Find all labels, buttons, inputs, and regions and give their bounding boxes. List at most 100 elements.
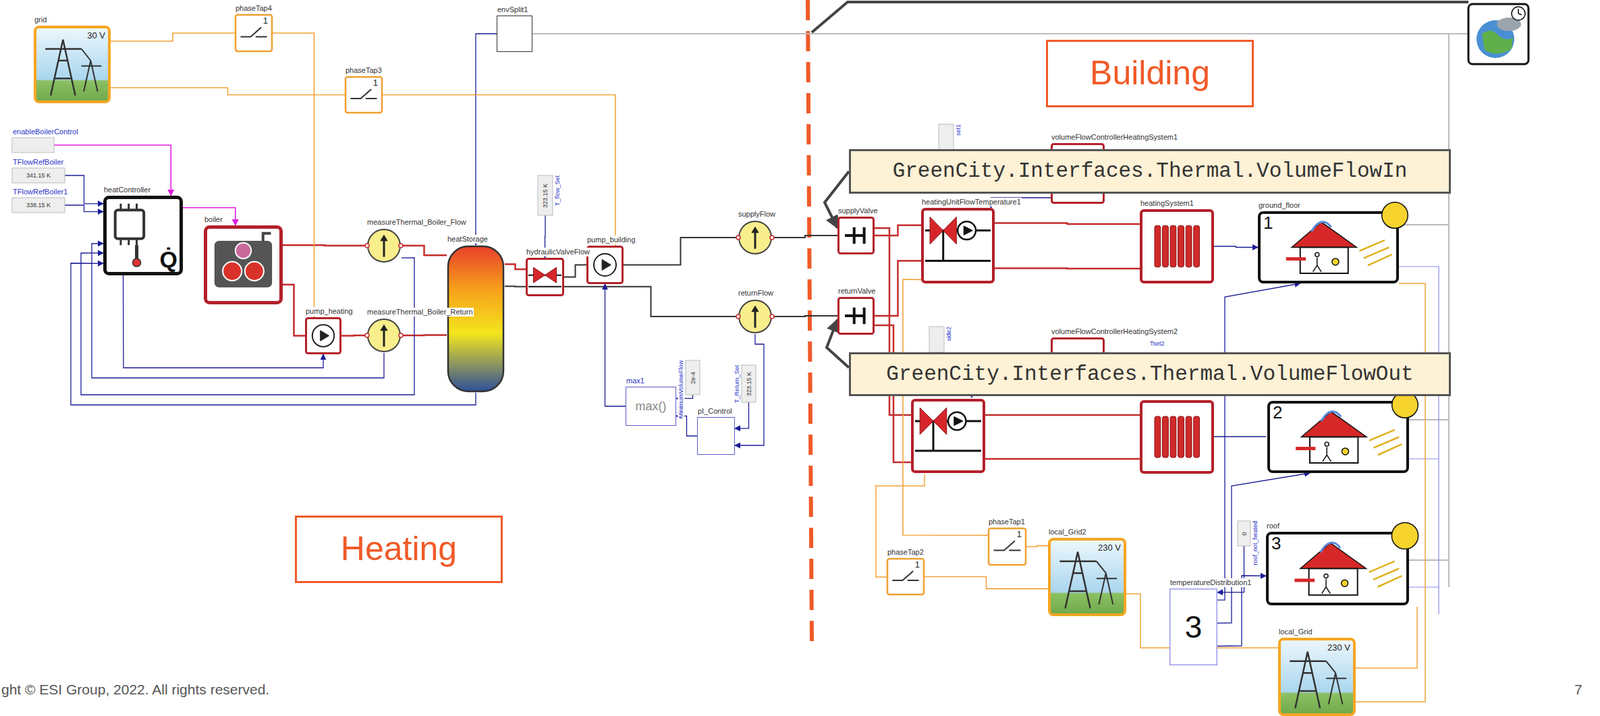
- signal-name: T_Return_Set: [733, 365, 741, 403]
- src-component: enableBoilerControl: [12, 137, 54, 153]
- power-connector: [902, 279, 988, 536]
- pump-component: pump_heating: [305, 317, 342, 355]
- src-icon: [12, 137, 54, 153]
- phase-number: 1: [373, 78, 378, 89]
- component-name: pump_building: [586, 235, 637, 245]
- component-name: returnValve: [837, 286, 876, 296]
- component-name: heatController: [103, 185, 152, 195]
- valve-component: hydraulicValveFlow: [525, 257, 565, 297]
- box-icon: [697, 417, 735, 455]
- component-name: grid: [33, 15, 48, 25]
- component-name: phaseTap2: [886, 547, 925, 557]
- signal-name: MinimumVolumeFlow: [677, 360, 685, 419]
- pump-component: pump_building: [586, 245, 624, 285]
- pipe-connector: [504, 285, 526, 287]
- component-name: volumeFlowControllerHeatingSystem1: [1050, 132, 1179, 142]
- rad-component: heatingSystem1: [1139, 209, 1215, 284]
- signal-connector: [475, 33, 497, 245]
- pipe-connector: [623, 237, 738, 266]
- pump-icon: [305, 317, 342, 355]
- grid-component: grid30 V: [33, 25, 111, 104]
- divider-line: [807, 0, 812, 642]
- zone-number: 2: [1272, 402, 1283, 424]
- rad-icon: [1139, 209, 1215, 284]
- power-connector: [1026, 545, 1048, 547]
- signal-name: T_flow_Set: [554, 175, 561, 206]
- signal-name: TFlowRefBoiler1: [12, 187, 69, 197]
- weather-bus: [532, 33, 1469, 588]
- component-name: pI_Control: [697, 406, 733, 416]
- src-component: 323.15 KT_Return_Set: [741, 365, 756, 403]
- zone-count: 3: [1169, 609, 1218, 646]
- signal-name: side2: [945, 326, 953, 342]
- src-component: side2: [929, 326, 945, 353]
- function-text: max(): [625, 399, 677, 414]
- sval-icon: [837, 216, 875, 255]
- component-name: phaseTap4: [234, 4, 273, 13]
- zone-number: 3: [1271, 533, 1281, 555]
- phase-number: 1: [915, 560, 920, 571]
- value-text: 338.15 K: [12, 201, 65, 209]
- zone-number: 1: [1263, 213, 1273, 234]
- component-name: heatingSystem1: [1139, 199, 1195, 208]
- storage-component: heatStorage: [446, 244, 505, 393]
- signal-connector: [676, 416, 698, 437]
- signal-connector: [64, 175, 104, 204]
- phase-number: 1: [1016, 529, 1022, 540]
- sensor-icon: [366, 317, 402, 353]
- tap-component: phaseTap21: [886, 558, 925, 596]
- pipe-connector: [994, 267, 1140, 270]
- component-name: supplyFlow: [737, 209, 777, 219]
- value-text: 341.15 K: [12, 172, 65, 179]
- pipe-connector: [564, 286, 738, 317]
- component-name: phaseTap1: [987, 517, 1026, 527]
- label-component: Heating: [294, 515, 503, 584]
- component-name: envSplit1: [496, 5, 529, 15]
- sval-component: returnValve: [837, 296, 875, 335]
- src-component: 2e-4MinimumVolumeFlow: [685, 360, 700, 395]
- component-name: roof: [1265, 521, 1281, 531]
- ctrl-component: heatControllerQ̇: [103, 195, 183, 276]
- pipe-connector: [772, 235, 838, 238]
- signal-name: roof_not_heated: [1251, 520, 1259, 566]
- copyright-note: ght © ESI Group, 2022. All rights reserv…: [1, 681, 270, 698]
- component-name: hydraulicValveFlow: [525, 247, 591, 257]
- symbol-text: Q̇: [159, 246, 178, 273]
- callout-component: GreenCity.Interfaces.Thermal.VolumeFlowO…: [848, 352, 1451, 397]
- src-component: 323.15 KT_flow_Set: [537, 175, 553, 216]
- src-component: TFlowRefBoiler341.15 K: [12, 168, 65, 183]
- pipe-connector: [341, 334, 367, 337]
- unit-component: heatingUnitFlowTemperature1: [921, 207, 995, 284]
- signal-connector: [64, 205, 104, 212]
- value-text: 323.15 K: [541, 182, 549, 208]
- value-text: 2e-4: [688, 371, 696, 384]
- pipe-connector: [564, 265, 587, 278]
- power-connector: [110, 33, 235, 42]
- signal-name: TFlowRefBoiler: [12, 157, 65, 167]
- src-component: TFlowRefBoiler1338.15 K: [12, 197, 65, 213]
- signal-connector: [1214, 246, 1258, 248]
- house-component: ground_floor1: [1257, 211, 1399, 284]
- split-component: envSplit1: [496, 15, 533, 52]
- unit-icon: [912, 400, 984, 472]
- phase-number: 1: [263, 16, 268, 27]
- signal-connector: [53, 145, 171, 196]
- pipe-connector: [401, 334, 447, 337]
- component-name: returnFlow: [737, 288, 775, 298]
- boiler-icon: [203, 225, 283, 305]
- signal-connector: [734, 402, 750, 429]
- house-component: 2: [1267, 400, 1410, 474]
- storage-icon: [446, 244, 505, 393]
- rad-icon: [1141, 401, 1213, 473]
- component-name: heatingUnitFlowTemperature1: [921, 197, 1022, 207]
- component-name: heatStorage: [446, 234, 489, 244]
- page-number: 7: [1574, 681, 1583, 698]
- house-icon: [1257, 211, 1399, 284]
- component-name: volumeFlowControllerHeatingSystem2: [1050, 327, 1179, 337]
- component-name: pump_heating: [305, 307, 354, 316]
- sensor-icon: [366, 228, 402, 264]
- weather-icon: [1468, 4, 1529, 65]
- box-component: max1max(): [625, 386, 677, 426]
- signal-name: max1: [625, 376, 646, 386]
- tap-component: phaseTap41: [234, 14, 273, 52]
